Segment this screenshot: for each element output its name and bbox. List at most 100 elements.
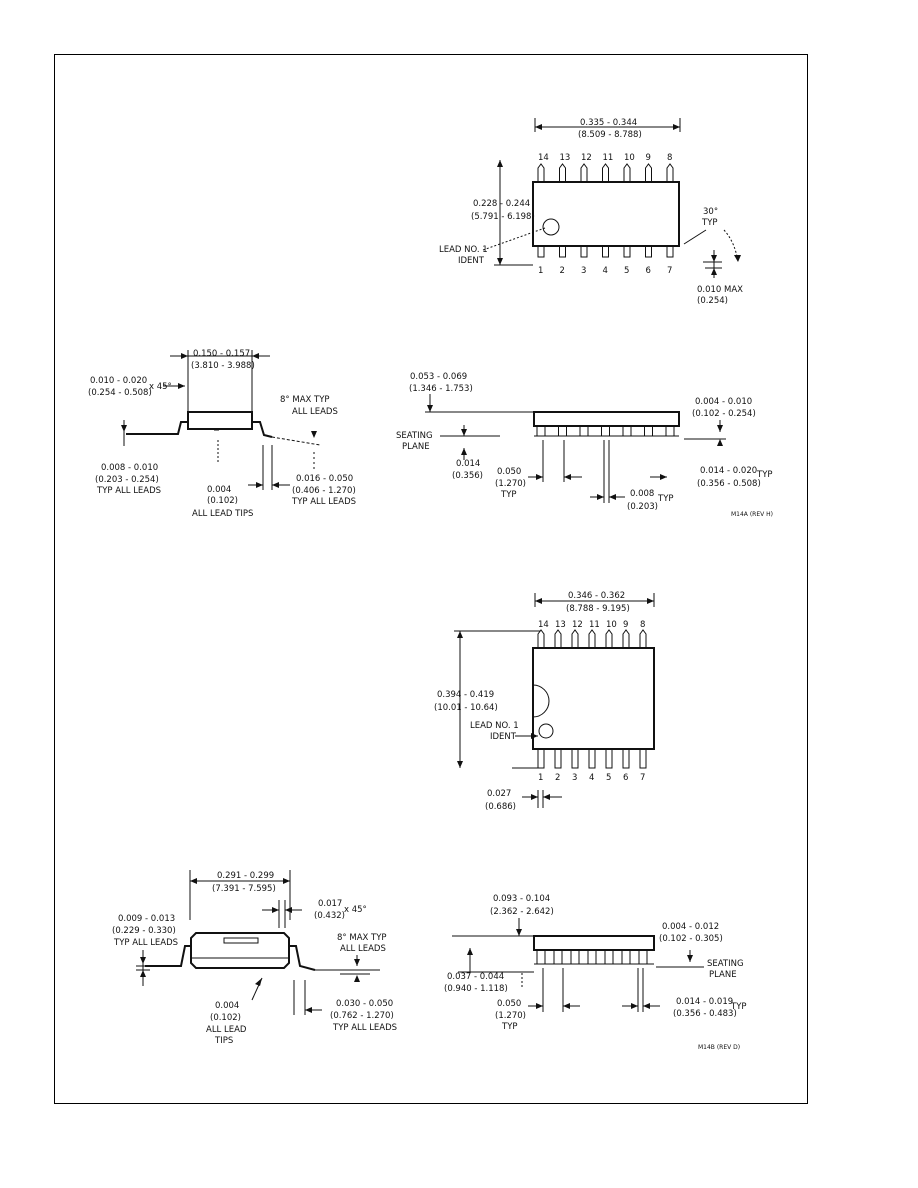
lead [588, 629, 596, 648]
b-pin1-mm: (0.686) [485, 802, 516, 812]
pin-number: 9 [646, 153, 651, 163]
lead [645, 163, 652, 182]
package-b-side-view: 0.093 - 0.104 (2.362 - 2.642) 0.037 - 0.… [444, 894, 747, 1051]
b-lead-thk-in: 0.009 - 0.013 [118, 914, 175, 924]
a-tip-note: ALL LEAD TIPS [192, 509, 253, 519]
lead [601, 425, 610, 437]
a-lead-ident-2: IDENT [458, 256, 485, 266]
pin-number: 14 [538, 153, 549, 163]
pin-number: 8 [667, 153, 672, 163]
a-leadw-typ: TYP [756, 470, 773, 480]
a-pin1-dimple [542, 218, 560, 236]
lead [644, 425, 653, 437]
a-side-body [533, 411, 680, 427]
a-side-height-in: 0.053 - 0.069 [410, 372, 467, 382]
b-tip-note-1: ALL LEAD [206, 1025, 247, 1035]
b-chamfer-mm: (0.432) [314, 911, 345, 921]
b-end-width-mm: (7.391 - 7.595) [212, 884, 276, 894]
pin-number: 13 [555, 620, 566, 630]
b-package-body [532, 647, 655, 750]
lead [639, 629, 647, 648]
b-tip-mm: (0.102) [210, 1013, 241, 1023]
pin-number: 6 [646, 266, 651, 276]
lead [665, 425, 675, 437]
a-chamfer-angle: x 45° [149, 382, 172, 392]
b-end-width-in: 0.291 - 0.299 [217, 871, 274, 881]
pin-number: 14 [538, 620, 549, 630]
a-flat-mm: (0.203) [627, 502, 658, 512]
a-end-width-mm: (3.810 - 3.988) [191, 361, 255, 371]
pin-number: 13 [560, 153, 571, 163]
lead [571, 629, 579, 648]
a-standoff-in: 0.004 - 0.010 [695, 397, 752, 407]
b-body-h-mm: (0.940 - 1.118) [444, 984, 508, 994]
b-chamfer-in: 0.017 [318, 899, 342, 909]
b-top-width-in: 0.346 - 0.362 [568, 591, 625, 601]
a-leadw-mm: (0.356 - 0.508) [697, 479, 761, 489]
a-lead-thk-in: 0.008 - 0.010 [101, 463, 158, 473]
pin-number: 2 [555, 773, 560, 783]
a-end-width-in: 0.150 - 0.157 [193, 349, 250, 359]
package-a-end-view: 0.150 - 0.157 (3.810 - 3.988) 0.010 - 0.… [88, 349, 356, 519]
a-angle-value: 30° [703, 207, 718, 217]
lead [645, 245, 652, 258]
a-max-mm: (0.254) [697, 296, 728, 306]
a-top-width-mm: (8.509 - 8.788) [578, 130, 642, 140]
lead [537, 245, 545, 258]
a-standoff-mm: (0.102 - 0.254) [692, 409, 756, 419]
a-max-in: 0.010 MAX [697, 285, 743, 295]
lead [553, 949, 563, 965]
b-pitch-mm: (1.270) [495, 1011, 526, 1021]
pin-number: 4 [603, 266, 608, 276]
pin-number: 12 [572, 620, 583, 630]
lead [537, 629, 545, 648]
lead [623, 245, 631, 258]
a-end-body [187, 411, 253, 430]
pin-number: 5 [624, 266, 629, 276]
lead [537, 163, 545, 182]
a-side-height-mm: (1.346 - 1.753) [409, 384, 473, 394]
b-leadw-mm: (0.356 - 0.483) [673, 1009, 737, 1019]
b-standoff-mm: (0.102 - 0.305) [659, 934, 723, 944]
pin-number: 4 [589, 773, 594, 783]
lead [621, 949, 631, 965]
a-pitch-mm: (1.270) [495, 479, 526, 489]
pin-number: 3 [572, 773, 577, 783]
lead [579, 425, 589, 437]
pin-number: 1 [538, 266, 543, 276]
a-flat-typ: TYP [657, 494, 674, 504]
a-foot-in: 0.016 - 0.050 [296, 474, 353, 484]
b-body-h-in: 0.037 - 0.044 [447, 972, 504, 982]
lead [570, 949, 580, 965]
a-top-width-in: 0.335 - 0.344 [580, 118, 637, 128]
b-pin1-dimple [538, 723, 554, 739]
a-offset-in: 0.014 [456, 459, 480, 469]
lead [580, 245, 588, 258]
b-seating-1: SEATING [707, 959, 744, 969]
b-top-height-in: 0.394 - 0.419 [437, 690, 494, 700]
lead [554, 748, 562, 769]
a-tip-mm: (0.102) [207, 496, 238, 506]
a-foot-mm: (0.406 - 1.270) [292, 486, 356, 496]
lead [622, 629, 630, 648]
b-ref: M14B (REV D) [698, 1044, 740, 1051]
a-chamfer-mm: (0.254 - 0.508) [88, 388, 152, 398]
lead [604, 949, 614, 965]
lead [605, 629, 613, 648]
b-side-height-mm: (2.362 - 2.642) [490, 907, 554, 917]
a-offset-mm: (0.356) [452, 471, 483, 481]
a-chamfer-in: 0.010 - 0.020 [90, 376, 147, 386]
b-lead-ident-1: LEAD NO. 1 [470, 721, 519, 731]
pin-number: 11 [603, 153, 614, 163]
a-angle-note-1: 8° MAX TYP [280, 395, 330, 405]
a-flat-in: 0.008 [630, 489, 654, 499]
pin-number: 9 [623, 620, 628, 630]
a-seating-1: SEATING [396, 431, 433, 441]
a-tip-in: 0.004 [207, 485, 231, 495]
lead [622, 748, 630, 769]
a-leadw-in: 0.014 - 0.020 [700, 466, 757, 476]
b-foot-note: TYP ALL LEADS [332, 1023, 397, 1033]
lead [554, 629, 562, 648]
lead [558, 425, 567, 437]
b-tip-in: 0.004 [215, 1001, 239, 1011]
